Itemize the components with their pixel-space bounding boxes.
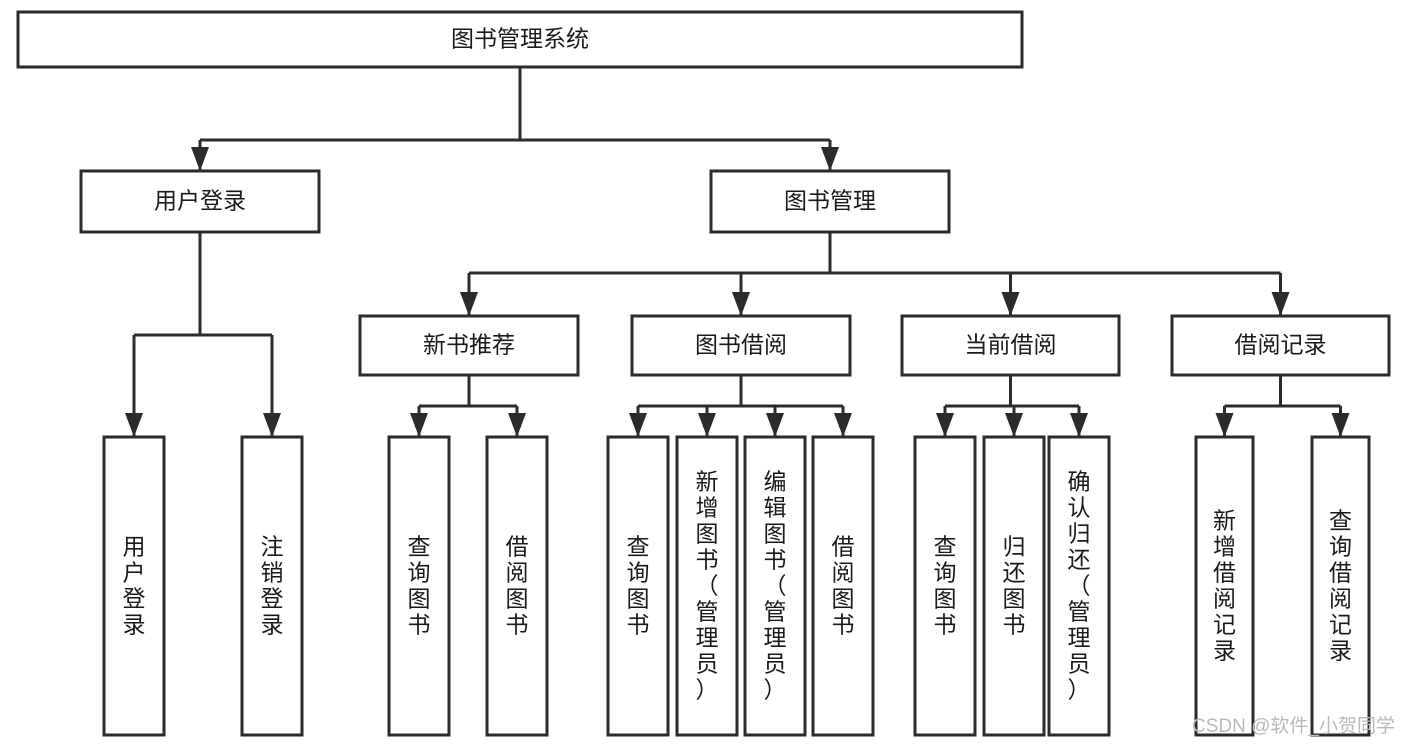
node-label-borrow-record: 借阅记录	[1235, 332, 1327, 358]
node-current-borrow[interactable]: 当前借阅	[900, 314, 1121, 377]
node-label-add-book-admin: 新增图书（管理员）	[696, 468, 719, 702]
node-label-query-book-1: 查询图书	[408, 533, 431, 637]
arrow-head-icon	[410, 413, 428, 437]
arrow-head-icon	[263, 413, 281, 437]
node-box-root[interactable]	[16, 10, 1024, 69]
node-box-confirm-return-admin[interactable]	[1047, 435, 1111, 737]
node-box-query-book-2[interactable]	[606, 435, 670, 737]
node-label-confirm-return-admin: 确认归还（管理员）	[1068, 468, 1091, 702]
node-user-login-do[interactable]: 用户登录	[102, 435, 166, 737]
node-new-book-recommend[interactable]: 新书推荐	[358, 314, 580, 377]
node-box-query-book-3[interactable]	[913, 435, 977, 737]
node-box-borrow-book-2[interactable]	[811, 435, 875, 737]
node-borrow-book-2[interactable]: 借阅图书	[811, 435, 875, 737]
node-box-edit-book-admin[interactable]	[743, 435, 807, 737]
arrow-head-icon	[460, 292, 478, 316]
node-label-edit-book-admin: 编辑图书（管理员）	[764, 468, 787, 702]
node-label-query-book-2: 查询图书	[627, 533, 650, 637]
arrow-head-icon	[821, 147, 839, 171]
arrow-head-icon	[1215, 413, 1234, 437]
node-root[interactable]: 图书管理系统	[16, 10, 1024, 69]
node-borrow-record[interactable]: 借阅记录	[1170, 314, 1391, 377]
node-label-book-manage: 图书管理	[784, 188, 876, 214]
arrow-head-icon	[508, 413, 526, 437]
arrow-head-icon	[629, 413, 647, 437]
node-label-add-borrow-record: 新增借阅记录	[1213, 507, 1236, 663]
node-label-user-logout: 注销登录	[261, 533, 284, 637]
node-return-book[interactable]: 归还图书	[982, 435, 1046, 737]
node-confirm-return-admin[interactable]: 确认归还（管理员）	[1047, 435, 1111, 737]
node-box-user-login[interactable]	[79, 169, 321, 234]
arrow-head-icon	[936, 413, 954, 437]
node-borrow-book-1[interactable]: 借阅图书	[485, 435, 549, 737]
node-box-borrow-book-1[interactable]	[485, 435, 549, 737]
node-add-book-admin[interactable]: 新增图书（管理员）	[675, 435, 739, 737]
node-label-user-login-do: 用户登录	[123, 533, 146, 637]
arrow-head-icon	[834, 413, 852, 437]
node-box-add-borrow-record[interactable]	[1194, 435, 1255, 737]
node-box-borrow-record[interactable]	[1170, 314, 1391, 377]
node-box-query-book-1[interactable]	[387, 435, 451, 737]
node-query-book-1[interactable]: 查询图书	[387, 435, 451, 737]
node-label-root: 图书管理系统	[451, 26, 589, 52]
nodes-layer: 图书管理系统用户登录用户登录注销登录图书管理新书推荐查询图书借阅图书图书借阅查询…	[16, 10, 1391, 737]
node-user-logout[interactable]: 注销登录	[240, 435, 304, 737]
node-label-borrow-book-1: 借阅图书	[506, 533, 529, 637]
node-label-new-book-recommend: 新书推荐	[423, 332, 515, 358]
node-box-query-borrow-record[interactable]	[1310, 435, 1371, 737]
arrow-head-icon	[125, 413, 143, 437]
arrow-head-icon	[1005, 413, 1023, 437]
node-user-login[interactable]: 用户登录	[79, 169, 321, 234]
edges-layer	[125, 67, 1350, 437]
node-add-borrow-record[interactable]: 新增借阅记录	[1194, 435, 1255, 737]
arrow-head-icon	[698, 413, 716, 437]
arrow-head-icon	[1001, 292, 1020, 316]
node-box-new-book-recommend[interactable]	[358, 314, 580, 377]
node-box-add-book-admin[interactable]	[675, 435, 739, 737]
node-box-current-borrow[interactable]	[900, 314, 1121, 377]
node-label-query-book-3: 查询图书	[934, 533, 957, 637]
node-label-borrow-book-2: 借阅图书	[832, 533, 855, 637]
csdn-watermark: CSDN @软件_小贺同学	[1192, 715, 1395, 737]
node-book-manage[interactable]: 图书管理	[709, 169, 951, 234]
node-label-book-borrow: 图书借阅	[695, 332, 787, 358]
node-label-current-borrow: 当前借阅	[965, 332, 1057, 358]
node-book-borrow[interactable]: 图书借阅	[630, 314, 852, 377]
node-query-book-2[interactable]: 查询图书	[606, 435, 670, 737]
arrow-head-icon	[732, 292, 750, 316]
node-box-user-login-do[interactable]	[102, 435, 166, 737]
arrow-head-icon	[1271, 292, 1290, 316]
arrow-head-icon	[191, 147, 209, 171]
arrow-head-icon	[1070, 413, 1088, 437]
node-edit-book-admin[interactable]: 编辑图书（管理员）	[743, 435, 807, 737]
node-box-return-book[interactable]	[982, 435, 1046, 737]
node-box-book-manage[interactable]	[709, 169, 951, 234]
node-box-book-borrow[interactable]	[630, 314, 852, 377]
arrow-head-icon	[766, 413, 784, 437]
node-query-book-3[interactable]: 查询图书	[913, 435, 977, 737]
node-label-user-login: 用户登录	[154, 188, 246, 214]
arrow-head-icon	[1331, 413, 1350, 437]
node-query-borrow-record[interactable]: 查询借阅记录	[1310, 435, 1371, 737]
node-box-user-logout[interactable]	[240, 435, 304, 737]
node-label-return-book: 归还图书	[1003, 533, 1026, 637]
node-label-query-borrow-record: 查询借阅记录	[1329, 507, 1352, 663]
